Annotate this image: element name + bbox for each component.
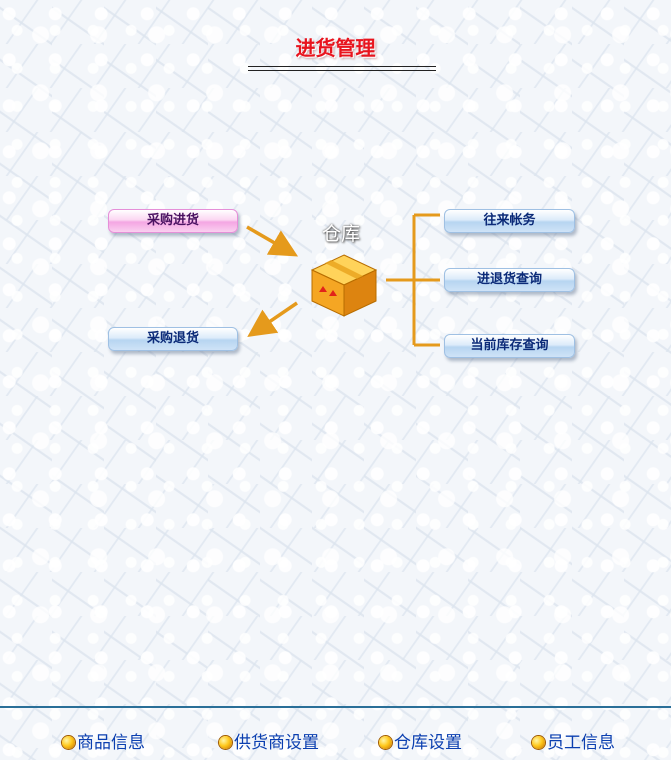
nav-label: 仓库设置	[394, 733, 462, 753]
orange-dot-icon	[532, 736, 545, 749]
purchase-return-button[interactable]: 采购退货	[108, 327, 238, 351]
arrow-purchase-in	[246, 225, 299, 257]
stock-io-query-button[interactable]: 进退货查询	[444, 268, 575, 292]
nav-label: 员工信息	[547, 733, 615, 753]
page-title: 进货管理	[295, 36, 376, 60]
nav-supplier-settings[interactable]: 供货商设置	[219, 728, 319, 753]
nav-label: 供货商设置	[234, 733, 319, 753]
arrow-purchase-return	[247, 301, 298, 337]
purchase-in-button[interactable]: 采购进货	[108, 209, 238, 233]
warehouse-box-icon	[310, 254, 378, 317]
orange-dot-icon	[379, 736, 392, 749]
nav-product-info[interactable]: 商品信息	[62, 728, 145, 753]
accounts-button[interactable]: 往来帐务	[444, 209, 575, 233]
orange-dot-icon	[219, 736, 232, 749]
bracket-connector	[386, 213, 440, 347]
nav-warehouse-settings[interactable]: 仓库设置	[379, 728, 462, 753]
footer-divider	[0, 706, 671, 708]
nav-label: 商品信息	[77, 733, 145, 753]
current-stock-query-button[interactable]: 当前库存查询	[444, 334, 575, 358]
warehouse-label: 仓库	[322, 223, 361, 245]
nav-staff-info[interactable]: 员工信息	[532, 728, 615, 753]
title-underline	[248, 66, 436, 71]
orange-dot-icon	[62, 736, 75, 749]
